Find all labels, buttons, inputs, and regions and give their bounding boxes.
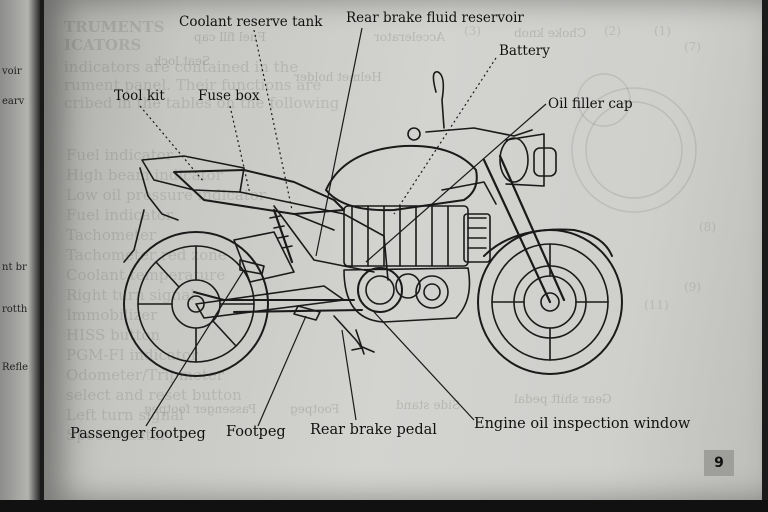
engine (343, 205, 491, 323)
left-page-fragment: rotth (2, 304, 28, 315)
leader-oil-filler-cap (365, 103, 547, 263)
page-bottom-shadow (0, 500, 768, 512)
motorcycle-diagram (123, 27, 697, 427)
bleed-text: TRUMENTS (64, 18, 165, 36)
bleed-text: rument panel. Their functions are (64, 76, 322, 94)
leader-tool-kit (139, 105, 205, 183)
label-footpeg: Footpeg (226, 424, 286, 440)
label-coolant-reserve-tank: Coolant reserve tank (179, 14, 323, 30)
label-tool-kit: Tool kit (114, 88, 165, 104)
label-rear-brake-pedal: Rear brake pedal (310, 422, 437, 438)
bleed-text: Left turn signal (66, 406, 184, 424)
bleed-callout: (1) (654, 24, 671, 38)
left-page-fragment: nt br (2, 262, 27, 273)
manual-page: TRUMENTS ICATORS indicators are containe… (44, 0, 762, 500)
motorcycle (123, 71, 623, 377)
front-fork (407, 71, 566, 304)
bleed-callout: (2) (604, 24, 621, 38)
label-oil-filler-cap: Oil filler cap (548, 96, 633, 112)
leader-rear-brake-fluid-reservoir (315, 27, 363, 257)
tail-section (141, 155, 245, 193)
bleed-callout: (11) (644, 298, 669, 312)
front-wheel (477, 228, 623, 375)
label-battery: Battery (499, 43, 550, 59)
leader-footpeg (257, 315, 307, 427)
bleed-text: HISS button (66, 326, 161, 344)
label-fuse-box: Fuse box (198, 88, 260, 104)
bleed-text: cribed in the tables on the following (64, 94, 340, 112)
bleed-text: Tachometer red zone (66, 246, 227, 264)
brake-pedal-part (333, 315, 363, 351)
leader-engine-oil-inspection-window (373, 311, 475, 421)
bleed-text: PGM-FI indicator (66, 346, 199, 364)
fuel-tank (325, 144, 478, 212)
bleed-text: High beam indicator (66, 166, 223, 184)
bleed-callout: (8) (699, 220, 716, 234)
frame (239, 191, 389, 281)
left-page-edge: voir earv nt br rotth Refle (0, 0, 40, 512)
bleed-text: indicators are contained in the (64, 58, 299, 76)
left-page-fragment: voir (2, 66, 22, 77)
leader-fuse-box (229, 105, 251, 195)
label-passenger-footpeg: Passenger footpeg (70, 426, 206, 442)
exhaust (193, 291, 363, 313)
leader-coolant-reserve-tank (253, 29, 293, 211)
bleed-text: Odometer/Tripmeter (66, 366, 224, 384)
bleed-callout: (7) (684, 40, 701, 54)
leader-passenger-footpeg (145, 269, 245, 427)
bleed-text: Right turn signal (66, 286, 195, 304)
label-rear-brake-fluid-reservoir: Rear brake fluid reservoir (346, 10, 524, 26)
leader-lines (139, 27, 547, 427)
bleed-text: ICATORS (64, 36, 142, 54)
leader-rear-brake-pedal (341, 329, 357, 421)
bleed-callout: (3) (464, 24, 481, 38)
bleed-text: Fuel indicator (66, 206, 173, 224)
bleed-text: select and reset button (66, 386, 242, 404)
bleed-text: Speedometer (66, 426, 168, 444)
rear-wheel (123, 231, 269, 377)
left-page-fragment: earv (2, 96, 25, 107)
footpeg-part (293, 305, 321, 321)
label-engine-oil-inspection-window: Engine oil inspection window (474, 416, 691, 432)
passenger-footpeg-part (239, 259, 265, 275)
left-page-fragment: Refle (2, 362, 29, 373)
seat (173, 169, 345, 215)
bleed-text: Tachometer (66, 226, 157, 244)
page-number: 9 (704, 450, 734, 476)
bleed-text: Immobilizer (66, 306, 158, 324)
leader-battery (393, 57, 497, 215)
bleed-callout: (9) (684, 280, 701, 294)
bleed-gauge (571, 73, 697, 213)
